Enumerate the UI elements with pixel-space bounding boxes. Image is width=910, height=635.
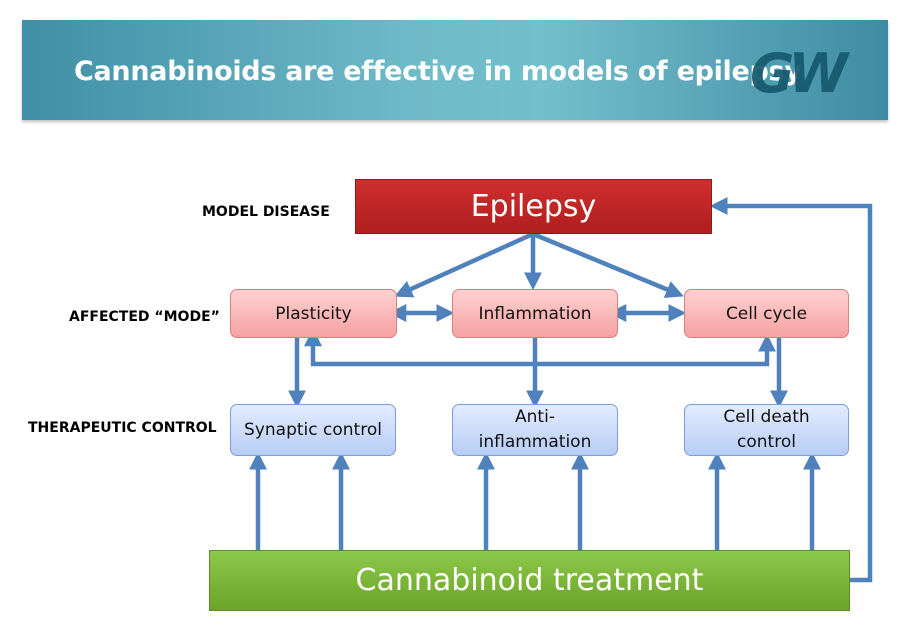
title-banner: Cannabinoids are effective in models of … [22, 20, 888, 120]
synaptic-control-box: Synaptic control [230, 404, 396, 456]
epilepsy-box: Epilepsy [355, 179, 712, 234]
slide-title: Cannabinoids are effective in models of … [74, 56, 802, 87]
gw-logo: GW [750, 42, 848, 105]
plasticity-label: Plasticity [275, 303, 352, 324]
row-label-model-disease: MODEL DISEASE [202, 204, 330, 220]
inflammation-label: Inflammation [478, 303, 592, 324]
arrow-treatment-to-epilepsy-loop [709, 197, 873, 583]
cell-death-control-label-line1: Cell death [723, 407, 810, 427]
cell-cycle-box: Cell cycle [684, 289, 849, 338]
anti-inflammation-box: Anti- inflammation [452, 404, 618, 456]
cannabinoid-treatment-label: Cannabinoid treatment [355, 563, 704, 598]
row-label-therapeutic-control: THERAPEUTIC CONTROL [28, 420, 217, 436]
cannabinoid-treatment-box: Cannabinoid treatment [209, 550, 850, 611]
arrow-plasticity-cell-cycle-link [304, 328, 776, 367]
plasticity-box: Plasticity [230, 289, 397, 338]
anti-inflammation-label-line1: Anti- [515, 407, 555, 427]
cell-death-control-label-line2: control [737, 432, 796, 452]
cell-death-control-box: Cell death control [684, 404, 849, 456]
cell-cycle-label: Cell cycle [725, 303, 808, 324]
arrow-epilepsy-to-cell-cycle [532, 231, 684, 298]
inflammation-box: Inflammation [452, 289, 618, 338]
epilepsy-label: Epilepsy [470, 189, 597, 224]
synaptic-control-label: Synaptic control [244, 419, 382, 440]
anti-inflammation-label-line2: inflammation [478, 432, 592, 452]
row-label-affected-mode: AFFECTED “MODE” [69, 309, 220, 325]
arrow-epilepsy-to-plasticity [394, 231, 534, 298]
